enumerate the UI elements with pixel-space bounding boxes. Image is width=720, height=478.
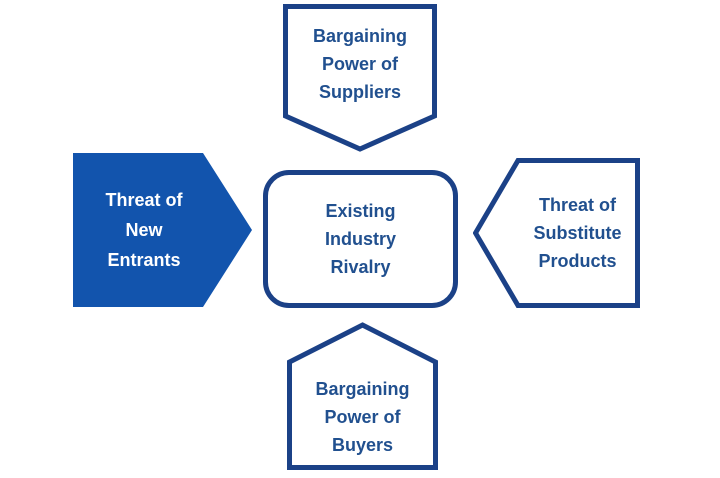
pentagon-left-shape-icon [473,158,640,308]
buyer-power-node: Bargaining Power of Buyers [287,322,438,470]
industry-rivalry-node: Existing Industry Rivalry [263,170,458,308]
supplier-power-label: Bargaining Power of Suppliers [312,26,407,102]
arrow-right-shape-icon [73,153,252,307]
buyer-power-label: Bargaining Power of Buyers [315,379,410,455]
new-entrants-node: Threat of New Entrants [73,153,252,307]
house-up-shape-icon [287,322,438,470]
substitute-products-label: Threat of Substitute Products [533,195,622,271]
new-entrants-label: Threat of New Entrants [105,190,183,270]
substitute-products-node: Threat of Substitute Products [473,158,640,308]
banner-down-shape-icon [283,4,437,152]
industry-rivalry-label: Existing Industry Rivalry [324,201,396,277]
supplier-power-node: Bargaining Power of Suppliers [283,4,437,152]
